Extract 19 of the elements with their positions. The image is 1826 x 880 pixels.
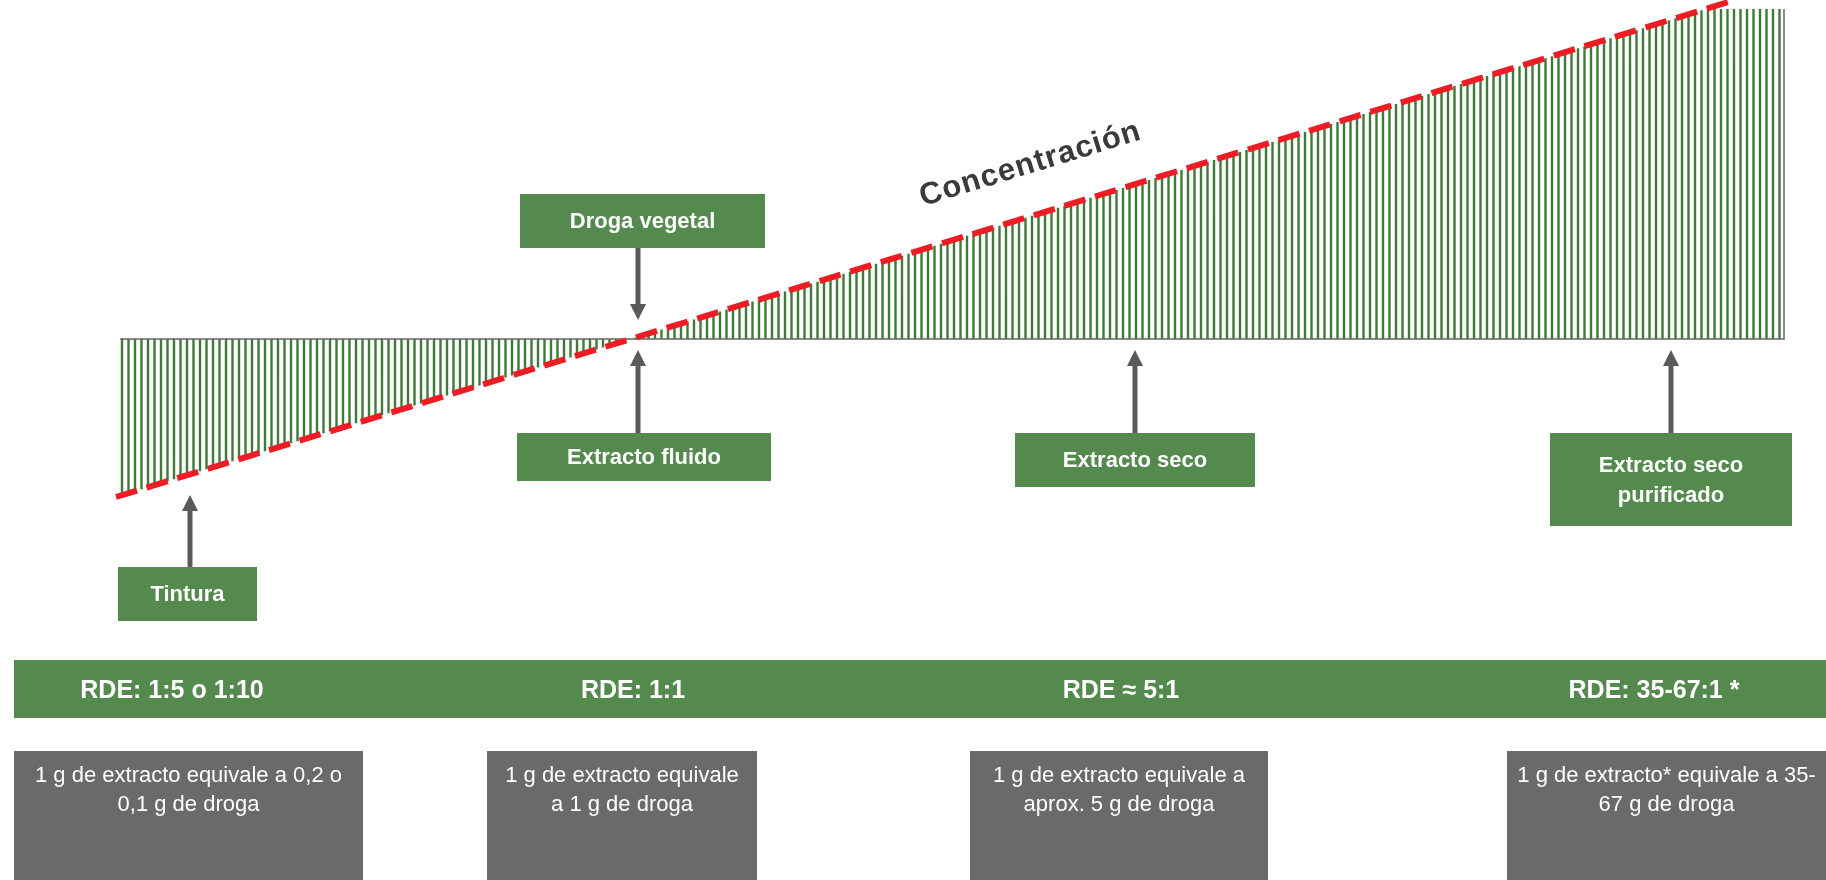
arrow <box>1663 350 1679 433</box>
arrow <box>630 248 646 320</box>
label-box: Tintura <box>118 567 257 621</box>
arrow <box>1127 350 1143 433</box>
info-box: 1 g de extracto equivale a 1 g de droga <box>487 751 757 880</box>
label-box: Droga vegetal <box>520 194 765 248</box>
ratio-band <box>14 660 1826 718</box>
arrow <box>182 495 198 567</box>
label-box: Extracto seco <box>1015 433 1255 487</box>
label-box: Extracto seco purificado <box>1550 433 1792 526</box>
ratio-text: RDE: 1:5 o 1:10 <box>80 674 264 704</box>
ratio-text: RDE ≈ 5:1 <box>1062 674 1180 704</box>
info-box: 1 g de extracto equivale a aprox. 5 g de droga <box>970 751 1268 880</box>
ratio-text: RDE: 1:1 <box>580 674 686 704</box>
info-box: 1 g de extracto equivale a 0,2 o 0,1 g de droga <box>14 751 363 880</box>
info-box: 1 g de extracto* equivale a 35-67 g de droga <box>1507 751 1826 880</box>
arrow <box>630 350 646 433</box>
ratio-text: RDE: 35-67:1 * <box>1568 674 1740 704</box>
label-box: Extracto fluido <box>517 433 771 481</box>
